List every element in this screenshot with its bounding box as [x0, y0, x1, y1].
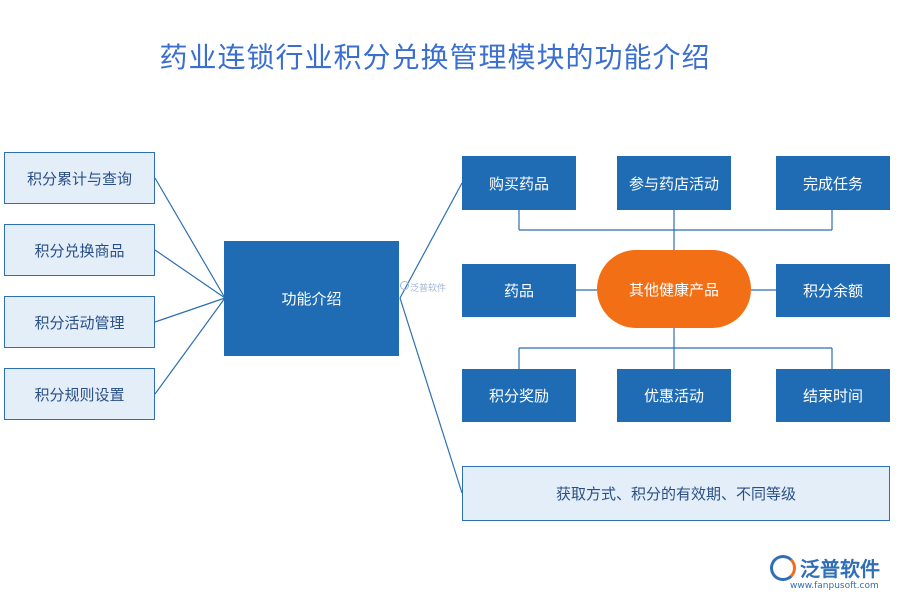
bottom-box-points-reward: 积分奖励 [462, 369, 576, 422]
brand-logo: 泛普软件 [770, 553, 880, 582]
bottom-box-discount-activity: 优惠活动 [617, 369, 731, 422]
bottom-box-end-time: 结束时间 [776, 369, 890, 422]
left-item-activity-manage: 积分活动管理 [4, 296, 155, 348]
brand-logo-text: 泛普软件 [800, 557, 880, 581]
brand-url: www.fanpusoft.com [790, 581, 879, 591]
top-box-buy-medicine: 购买药品 [462, 156, 576, 210]
top-box-complete-task: 完成任务 [776, 156, 890, 210]
brand-logo-icon [770, 554, 796, 581]
page-title: 药业连锁行业积分兑换管理模块的功能介绍 [159, 41, 711, 74]
left-item-accumulate-query: 积分累计与查询 [4, 152, 155, 204]
watermark-icon [400, 281, 409, 290]
bottom-bar-acquisition-validity-levels: 获取方式、积分的有效期、不同等级 [462, 466, 890, 521]
top-box-store-activity: 参与药店活动 [617, 156, 731, 210]
hub-function-intro: 功能介绍 [224, 241, 399, 356]
left-item-exchange-goods: 积分兑换商品 [4, 224, 155, 276]
left-item-rule-setting: 积分规则设置 [4, 368, 155, 420]
watermark-text: 泛普软件 [410, 284, 447, 294]
mid-box-medicine: 药品 [462, 264, 576, 317]
mid-box-points-balance: 积分余额 [776, 264, 890, 317]
center-other-health-products: 其他健康产品 [597, 250, 751, 328]
